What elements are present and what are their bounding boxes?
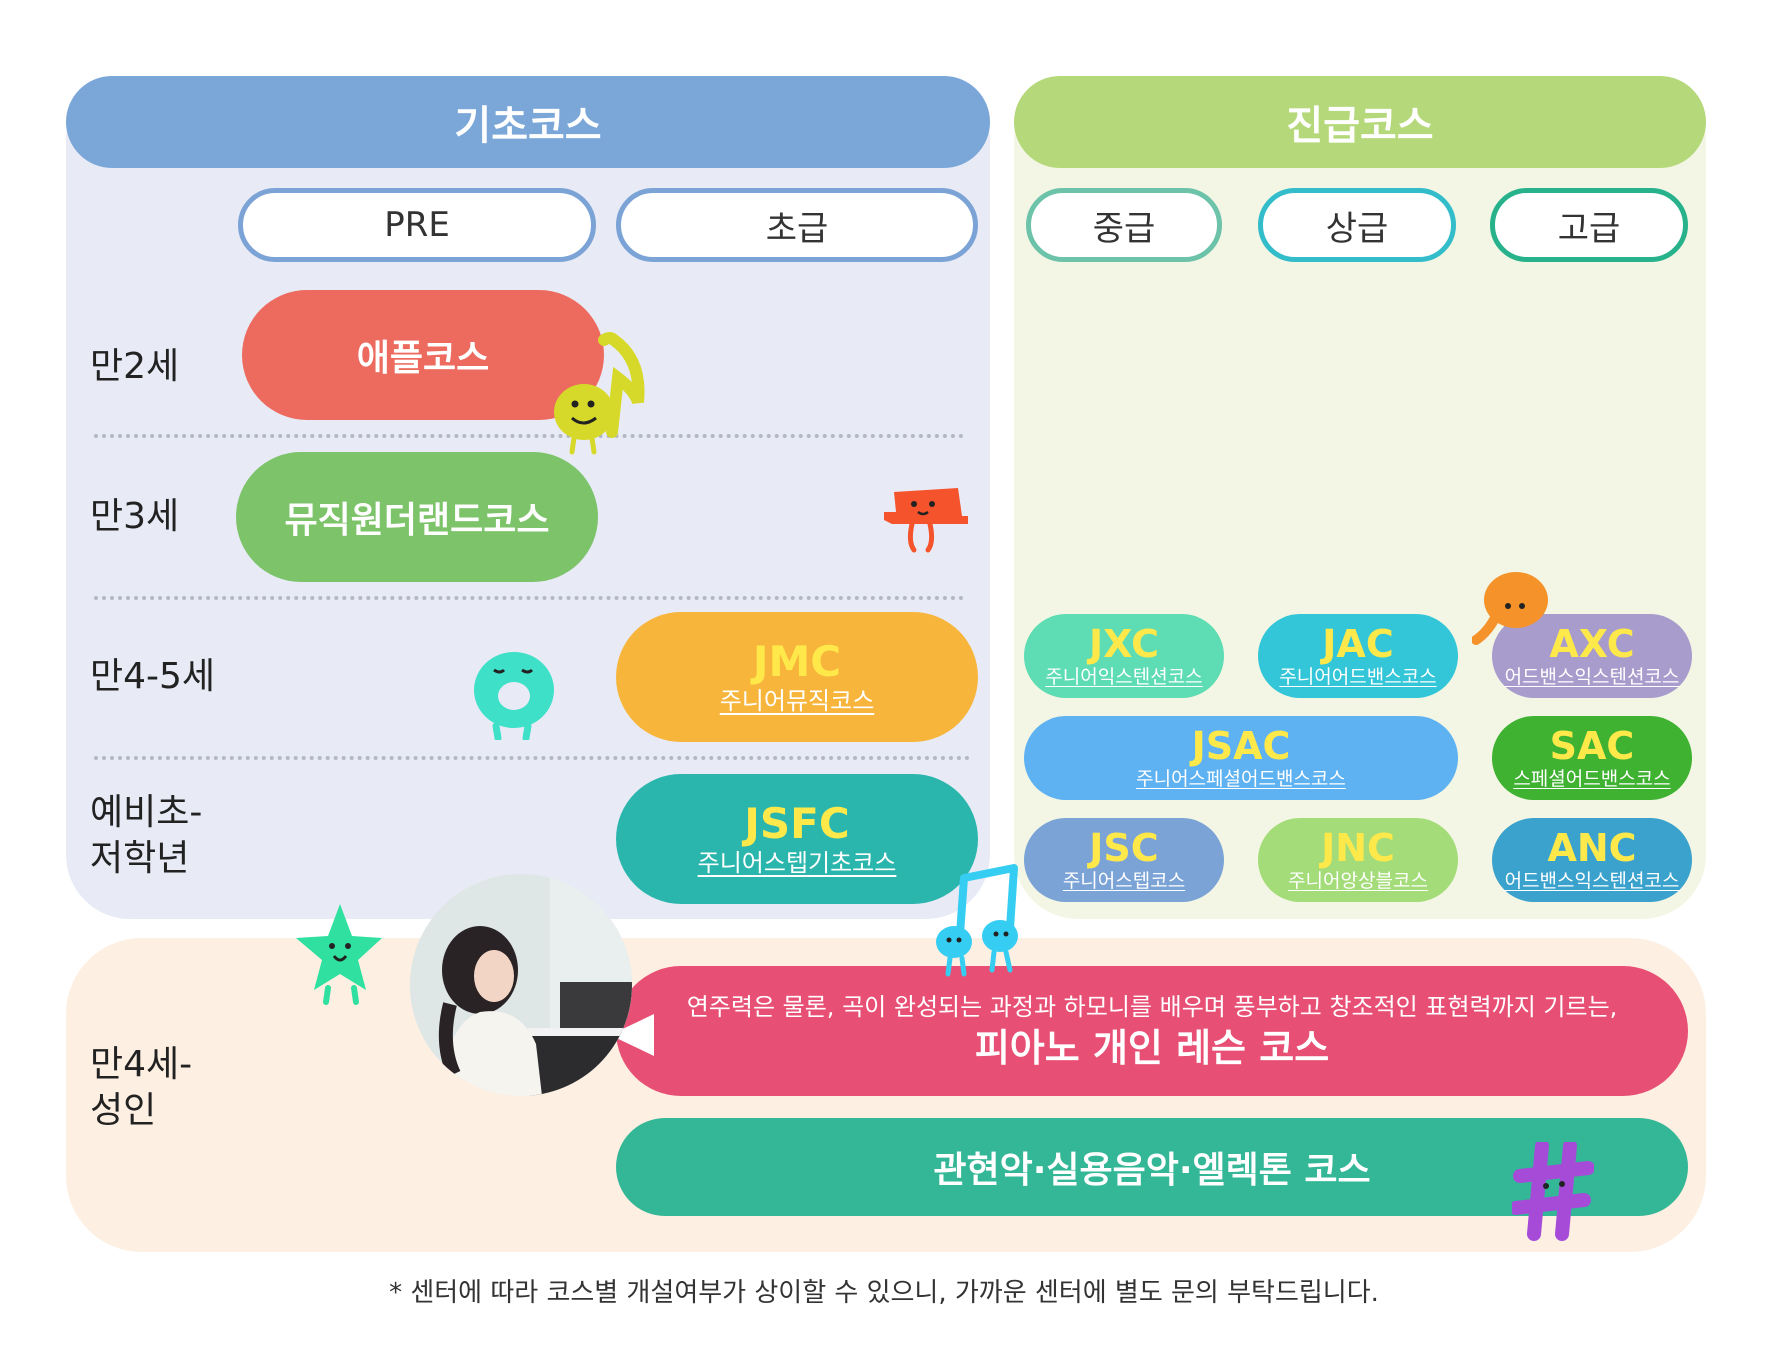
axc-course-name: 어드밴스익스텐션코스 xyxy=(1504,666,1680,688)
jsc-course-code: JSC xyxy=(1089,826,1159,870)
jxc-course-name: 주니어익스텐션코스 xyxy=(1045,666,1203,688)
level-intermediate: 중급 xyxy=(1026,188,1222,262)
orchestra-practical-electone-title: 관현악·실용음악·엘렉톤 코스 xyxy=(933,1150,1371,1191)
jmc-course-name: 주니어뮤직코스 xyxy=(719,687,875,715)
age-label-lower-grade: 저학년 xyxy=(90,838,190,879)
orange-rest-character-icon xyxy=(884,488,968,553)
purple-sharp-character-icon xyxy=(1512,1142,1594,1241)
jsac-course-name: 주니어스페셜어드밴스코스 xyxy=(1136,768,1346,790)
row-divider xyxy=(94,434,964,438)
piano-lesson-description: 연주력은 물론, 곡이 완성되는 과정과 하모니를 배우며 풍부하고 창조적인 … xyxy=(686,993,1618,1021)
jsfc-course-name: 주니어스텝기초코스 xyxy=(697,849,897,877)
jac-course-name: 주니어어드밴스코스 xyxy=(1279,666,1437,688)
advanced-course-header: 진급코스 xyxy=(1014,76,1706,168)
orange-comma-character-icon xyxy=(1472,572,1548,645)
age-label-4-plus: 만4세- xyxy=(90,1044,193,1085)
orchestra-practical-electone-course-pill[interactable]: 관현악·실용음악·엘렉톤 코스 xyxy=(616,1118,1688,1216)
level-upper: 상급 xyxy=(1258,188,1456,262)
jsfc-course-code: JSFC xyxy=(744,799,850,848)
jmc-course-code: JMC xyxy=(752,637,842,686)
age-label-4-5: 만4-5세 xyxy=(90,656,216,697)
axc-course-code: AXC xyxy=(1549,622,1635,666)
music-wonderland-course-pill[interactable]: 뮤직원더랜드코스 xyxy=(236,452,598,582)
jnc-course-pill[interactable]: JNC 주니어앙상블코스 xyxy=(1258,818,1458,902)
age-label-3: 만3세 xyxy=(90,496,180,537)
basic-course-header: 기초코스 xyxy=(66,76,990,168)
green-star-character-icon xyxy=(296,904,382,1005)
axc-course-pill[interactable]: AXC 어드밴스익스텐션코스 xyxy=(1492,614,1692,698)
jsc-course-name: 주니어스텝코스 xyxy=(1062,870,1186,892)
availability-footnote: * 센터에 따라 코스별 개설여부가 상이할 수 있으니, 가까운 센터에 별도… xyxy=(389,1278,1379,1308)
sac-course-pill[interactable]: SAC 스페셜어드밴스코스 xyxy=(1492,716,1692,800)
jnc-course-code: JNC xyxy=(1321,826,1395,870)
age-label-adult: 성인 xyxy=(90,1090,157,1131)
yellow-music-note-character-icon xyxy=(554,332,645,455)
sac-course-code: SAC xyxy=(1549,724,1635,768)
jxc-course-pill[interactable]: JXC 주니어익스텐션코스 xyxy=(1024,614,1224,698)
jnc-course-name: 주니어앙상블코스 xyxy=(1288,870,1428,892)
jxc-course-code: JXC xyxy=(1089,622,1159,666)
jsac-course-code: JSAC xyxy=(1191,724,1291,768)
level-beginner: 초급 xyxy=(616,188,978,262)
music-wonderland-course-label: 뮤직원더랜드코스 xyxy=(284,500,550,541)
jsfc-course-pill[interactable]: JSFC 주니어스텝기초코스 xyxy=(616,774,978,904)
jac-course-code: JAC xyxy=(1322,622,1394,666)
piano-lesson-title: 피아노 개인 레슨 코스 xyxy=(974,1026,1330,1070)
row-divider xyxy=(94,756,970,760)
age-label-2: 만2세 xyxy=(90,346,180,387)
jsac-course-pill[interactable]: JSAC 주니어스페셜어드밴스코스 xyxy=(1024,716,1458,800)
piano-lesson-course-pill[interactable]: 연주력은 물론, 곡이 완성되는 과정과 하모니를 배우며 풍부하고 창조적인 … xyxy=(616,966,1688,1096)
apple-course-pill[interactable]: 애플코스 xyxy=(242,290,604,420)
age-label-preschool: 예비초- xyxy=(90,792,203,833)
anc-course-code: ANC xyxy=(1547,826,1637,870)
level-advanced: 고급 xyxy=(1490,188,1688,262)
sac-course-name: 스페셜어드밴스코스 xyxy=(1513,768,1671,790)
blue-double-note-character-icon xyxy=(936,864,1018,977)
jmc-course-pill[interactable]: JMC 주니어뮤직코스 xyxy=(616,612,978,742)
jsc-course-pill[interactable]: JSC 주니어스텝코스 xyxy=(1024,818,1224,902)
jac-course-pill[interactable]: JAC 주니어어드밴스코스 xyxy=(1258,614,1458,698)
speech-bubble-tail xyxy=(610,1014,654,1056)
apple-course-label: 애플코스 xyxy=(356,338,490,379)
anc-course-name: 어드밴스익스텐션코스 xyxy=(1504,870,1680,892)
anc-course-pill[interactable]: ANC 어드밴스익스텐션코스 xyxy=(1492,818,1692,902)
teal-ring-character-icon xyxy=(474,652,554,740)
level-pre: PRE xyxy=(238,188,596,262)
girl-playing-piano-photo xyxy=(410,874,632,1096)
row-divider xyxy=(94,596,964,600)
